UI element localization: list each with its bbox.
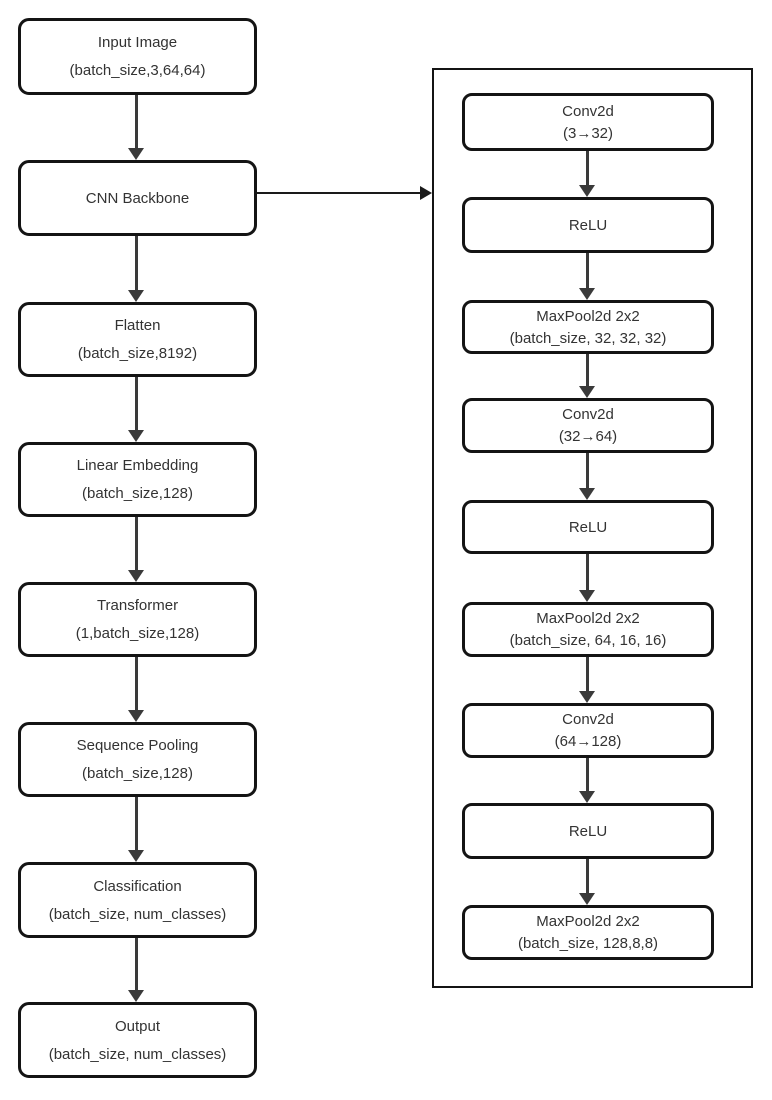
node-title: Linear Embedding — [76, 457, 199, 474]
arrow-down-icon — [579, 151, 595, 197]
node-title: ReLU — [568, 518, 608, 536]
arrow-right-icon — [257, 186, 432, 200]
node-shape: (batch_size,8192) — [77, 345, 198, 362]
node-title: Sequence Pooling — [76, 737, 199, 754]
node-title: Transformer — [96, 597, 179, 614]
arrow-down-icon — [128, 657, 144, 722]
node-maxpool2d-3: MaxPool2d 2x2 (batch_size, 128,8,8) — [462, 905, 714, 960]
node-title: Conv2d — [562, 711, 614, 728]
node-conv2d-3: Conv2d (64→128) — [462, 703, 714, 758]
node-shape: (32→64) — [558, 428, 618, 445]
node-sequence-pooling: Sequence Pooling (batch_size,128) — [18, 722, 257, 797]
node-shape: (batch_size, num_classes) — [48, 905, 227, 923]
arrow-down-icon — [579, 657, 595, 703]
node-title: MaxPool2d 2x2 — [536, 307, 640, 325]
arrow-down-icon — [128, 377, 144, 442]
node-title: Conv2d — [562, 102, 614, 120]
arrow-down-icon — [579, 253, 595, 300]
node-shape: (64→128) — [554, 733, 622, 750]
node-relu-3: ReLU — [462, 803, 714, 859]
node-title: MaxPool2d 2x2 — [536, 913, 640, 930]
node-transformer: Transformer (1,batch_size,128) — [18, 582, 257, 657]
node-maxpool2d-2: MaxPool2d 2x2 (batch_size, 64, 16, 16) — [462, 602, 714, 657]
node-shape: (batch_size, num_classes) — [48, 1045, 227, 1063]
node-title: Output — [114, 1017, 161, 1035]
node-conv2d-2: Conv2d (32→64) — [462, 398, 714, 453]
node-shape: (3→32) — [562, 124, 614, 142]
node-shape: (batch_size, 64, 16, 16) — [509, 632, 667, 649]
node-output: Output (batch_size, num_classes) — [18, 1002, 257, 1078]
arrow-down-icon — [128, 95, 144, 160]
arrow-down-icon — [579, 354, 595, 398]
arrow-down-icon — [128, 797, 144, 862]
arrow-down-icon — [128, 938, 144, 1002]
arrow-down-icon — [579, 859, 595, 905]
node-cnn-backbone: CNN Backbone — [18, 160, 257, 236]
arrow-down-icon — [579, 758, 595, 803]
node-input-image: Input Image (batch_size,3,64,64) — [18, 18, 257, 95]
node-title: ReLU — [568, 216, 608, 234]
node-maxpool2d-1: MaxPool2d 2x2 (batch_size, 32, 32, 32) — [462, 300, 714, 354]
node-classification: Classification (batch_size, num_classes) — [18, 862, 257, 938]
node-title: CNN Backbone — [85, 189, 190, 207]
node-flatten: Flatten (batch_size,8192) — [18, 302, 257, 377]
node-shape: (batch_size,128) — [82, 485, 193, 502]
node-title: Classification — [93, 877, 182, 895]
arrow-down-icon — [128, 517, 144, 582]
node-relu-2: ReLU — [462, 500, 714, 554]
node-title: ReLU — [568, 822, 608, 840]
node-shape: (batch_size,3,64,64) — [69, 62, 206, 79]
arrow-down-icon — [128, 236, 144, 302]
node-title: Flatten — [114, 317, 161, 334]
node-linear-embedding: Linear Embedding (batch_size,128) — [18, 442, 257, 517]
node-shape: (batch_size, 128,8,8) — [517, 935, 659, 952]
node-relu-1: ReLU — [462, 197, 714, 253]
arrow-down-icon — [579, 453, 595, 500]
node-shape: (batch_size,128) — [82, 765, 193, 782]
node-shape: (1,batch_size,128) — [75, 625, 200, 642]
node-shape: (batch_size, 32, 32, 32) — [509, 329, 667, 347]
node-title: Input Image — [97, 34, 178, 51]
node-title: MaxPool2d 2x2 — [536, 610, 640, 627]
arrow-down-icon — [579, 554, 595, 602]
node-conv2d-1: Conv2d (3→32) — [462, 93, 714, 151]
node-title: Conv2d — [562, 406, 614, 423]
